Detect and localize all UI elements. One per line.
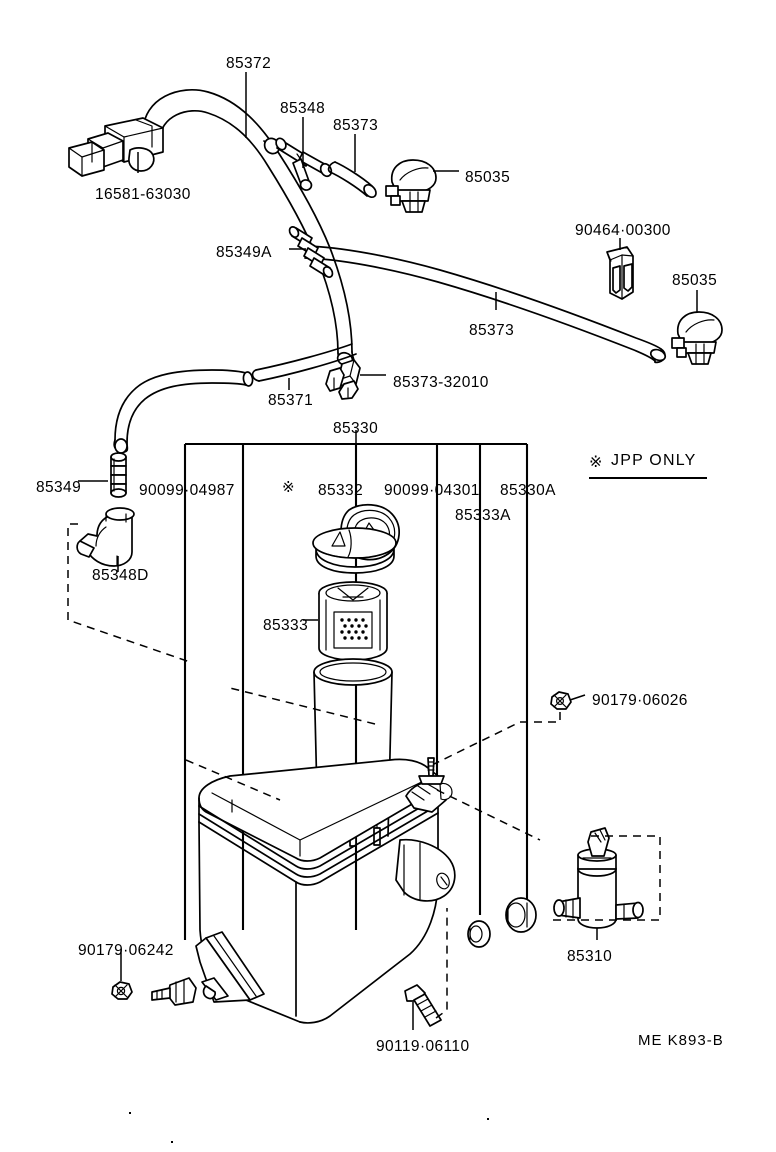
dashed-link-bolt [435,908,448,1019]
callout-label-85349a: 85349A [216,244,272,261]
reservoir-tank-85330a [195,758,456,1024]
joint-85349 [110,452,127,498]
callout-label-85333a: 85333A [455,507,511,524]
scan-artifacts [129,1112,489,1143]
screw-mid [418,757,445,785]
joint-85349a [288,226,334,278]
callout-label-85035-lower: 85035 [672,272,718,289]
motor-85310 [553,827,644,929]
connector-85348 [275,137,333,191]
dashed-link-strainer [229,687,376,725]
strainer-mesh [340,618,368,640]
nut-90179-06026 [550,691,572,710]
callout-label-85349: 85349 [36,479,82,496]
callout-label-85330: 85330 [333,420,379,437]
callout-label-85035-upper: 85035 [465,169,511,186]
bolt-90119-06110 [404,984,442,1027]
dashed-link-85348d [67,523,191,663]
dashed-link-tank [185,759,281,801]
jpp-reference-mark-inline: ※ [282,479,296,496]
callout-label-85371: 85371 [268,392,314,409]
jpp-only-symbol: ※ [589,454,604,471]
nut-90179-06242 [111,981,133,1000]
dashed-link-pumpseat [436,789,541,841]
callout-label-90464-00300: 90464·00300 [575,222,671,239]
strainer-85333 [318,581,388,661]
grommet-right [505,897,537,933]
callout-label-16581-63030: 16581-63030 [95,186,191,203]
callout-label-85332: 85332 [318,482,364,499]
callout-label-85348d: 85348D [92,567,149,584]
callout-label-85333: 85333 [263,617,309,634]
jpp-only-text: JPP ONLY [611,452,697,469]
dashed-link-85310 [553,835,661,921]
callout-label-90119-06110: 90119·06110 [376,1038,470,1055]
hose-85371 [113,343,357,454]
bolt-left-mount [151,977,197,1006]
cap-85332 [312,503,400,574]
callout-label-85373-mid: 85373 [469,322,515,339]
elbow-85348d [76,507,135,567]
clamp-85373-32010 [325,359,361,400]
callout-label-85373-32010: 85373-32010 [393,374,489,391]
hose-85373-top [327,161,377,199]
grommet-left [467,920,491,948]
hose-85373-mid [304,245,667,364]
nozzle-85035-upper [385,159,437,213]
callout-label-85310: 85310 [567,948,613,965]
sheet-code: ME K893-B [638,1032,724,1049]
leader-lines [78,72,698,1030]
clip-90464-00300 [606,246,634,300]
callout-label-85373-top: 85373 [333,117,379,134]
callout-label-90179-06242: 90179·06242 [78,942,174,959]
callout-label-90099-04987: 90099·04987 [139,482,235,499]
clamp-16581-63030 [68,117,164,177]
callout-label-90179-06026: 90179·06026 [592,692,688,709]
callout-label-85348: 85348 [280,100,326,117]
callout-label-85372: 85372 [226,55,272,72]
nozzle-85035-lower [671,311,723,365]
dashed-link-90179-06026 [429,712,561,767]
callout-label-85330a: 85330A [500,482,556,499]
callout-label-90099-04301: 90099·04301 [384,482,480,499]
